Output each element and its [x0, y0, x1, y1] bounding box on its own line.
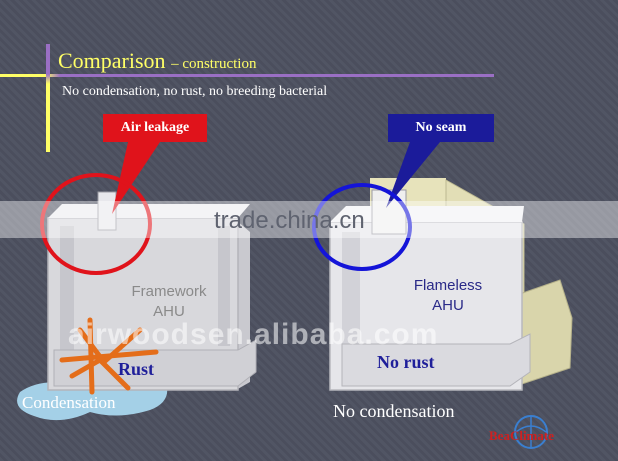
flameless-ahu-label-line1: Flameless: [413, 277, 483, 294]
flameless-ahu-illustration: [312, 142, 573, 391]
watermark-secondary: airwoodsen.alibaba.com: [68, 318, 439, 351]
framework-ahu-illustration: [17, 142, 257, 421]
slide-tagline: No condensation, no rust, no breeding ba…: [62, 84, 328, 99]
framework-ahu-label-line1: Framework: [131, 283, 207, 300]
no-rust-label: No rust: [377, 352, 435, 372]
no-seam-callout: No seam: [388, 114, 494, 142]
framework-ahu-label: Framework AHU: [118, 282, 220, 322]
callout-pointer-red: [112, 142, 160, 214]
flameless-ahu-label-line2: AHU: [432, 297, 464, 314]
flameless-floor: [341, 333, 531, 387]
framework-ahu-label-line2: AHU: [153, 303, 185, 320]
slide-title: Comparison – construction: [58, 48, 256, 74]
condensation-label: Condensation: [22, 393, 116, 412]
leak-gap: [97, 191, 117, 231]
title-underline: [0, 74, 494, 77]
seam-highlight-circle: [312, 183, 412, 271]
title-subtitle: – construction: [171, 56, 257, 72]
rust-label: Rust: [118, 359, 155, 379]
watermark-primary: trade.china.cn: [214, 207, 365, 234]
title-main: Comparison: [58, 48, 166, 73]
flameless-ahu-label: Flameless AHU: [398, 276, 498, 316]
frame-post: [218, 226, 230, 346]
no-condensation-label: No condensation: [333, 401, 455, 421]
watermark-band: [0, 201, 618, 238]
framework-bottom-ledge: [53, 339, 257, 387]
title-accent-bar: [46, 44, 50, 152]
air-leakage-callout: Air leakage: [103, 114, 207, 142]
brand-logo: BeaClimate: [489, 428, 554, 443]
rust-marks: [59, 317, 159, 395]
callout-pointer-blue: [386, 142, 440, 208]
logo-globe-icon: [514, 415, 548, 449]
leak-highlight-circle: [40, 173, 152, 275]
